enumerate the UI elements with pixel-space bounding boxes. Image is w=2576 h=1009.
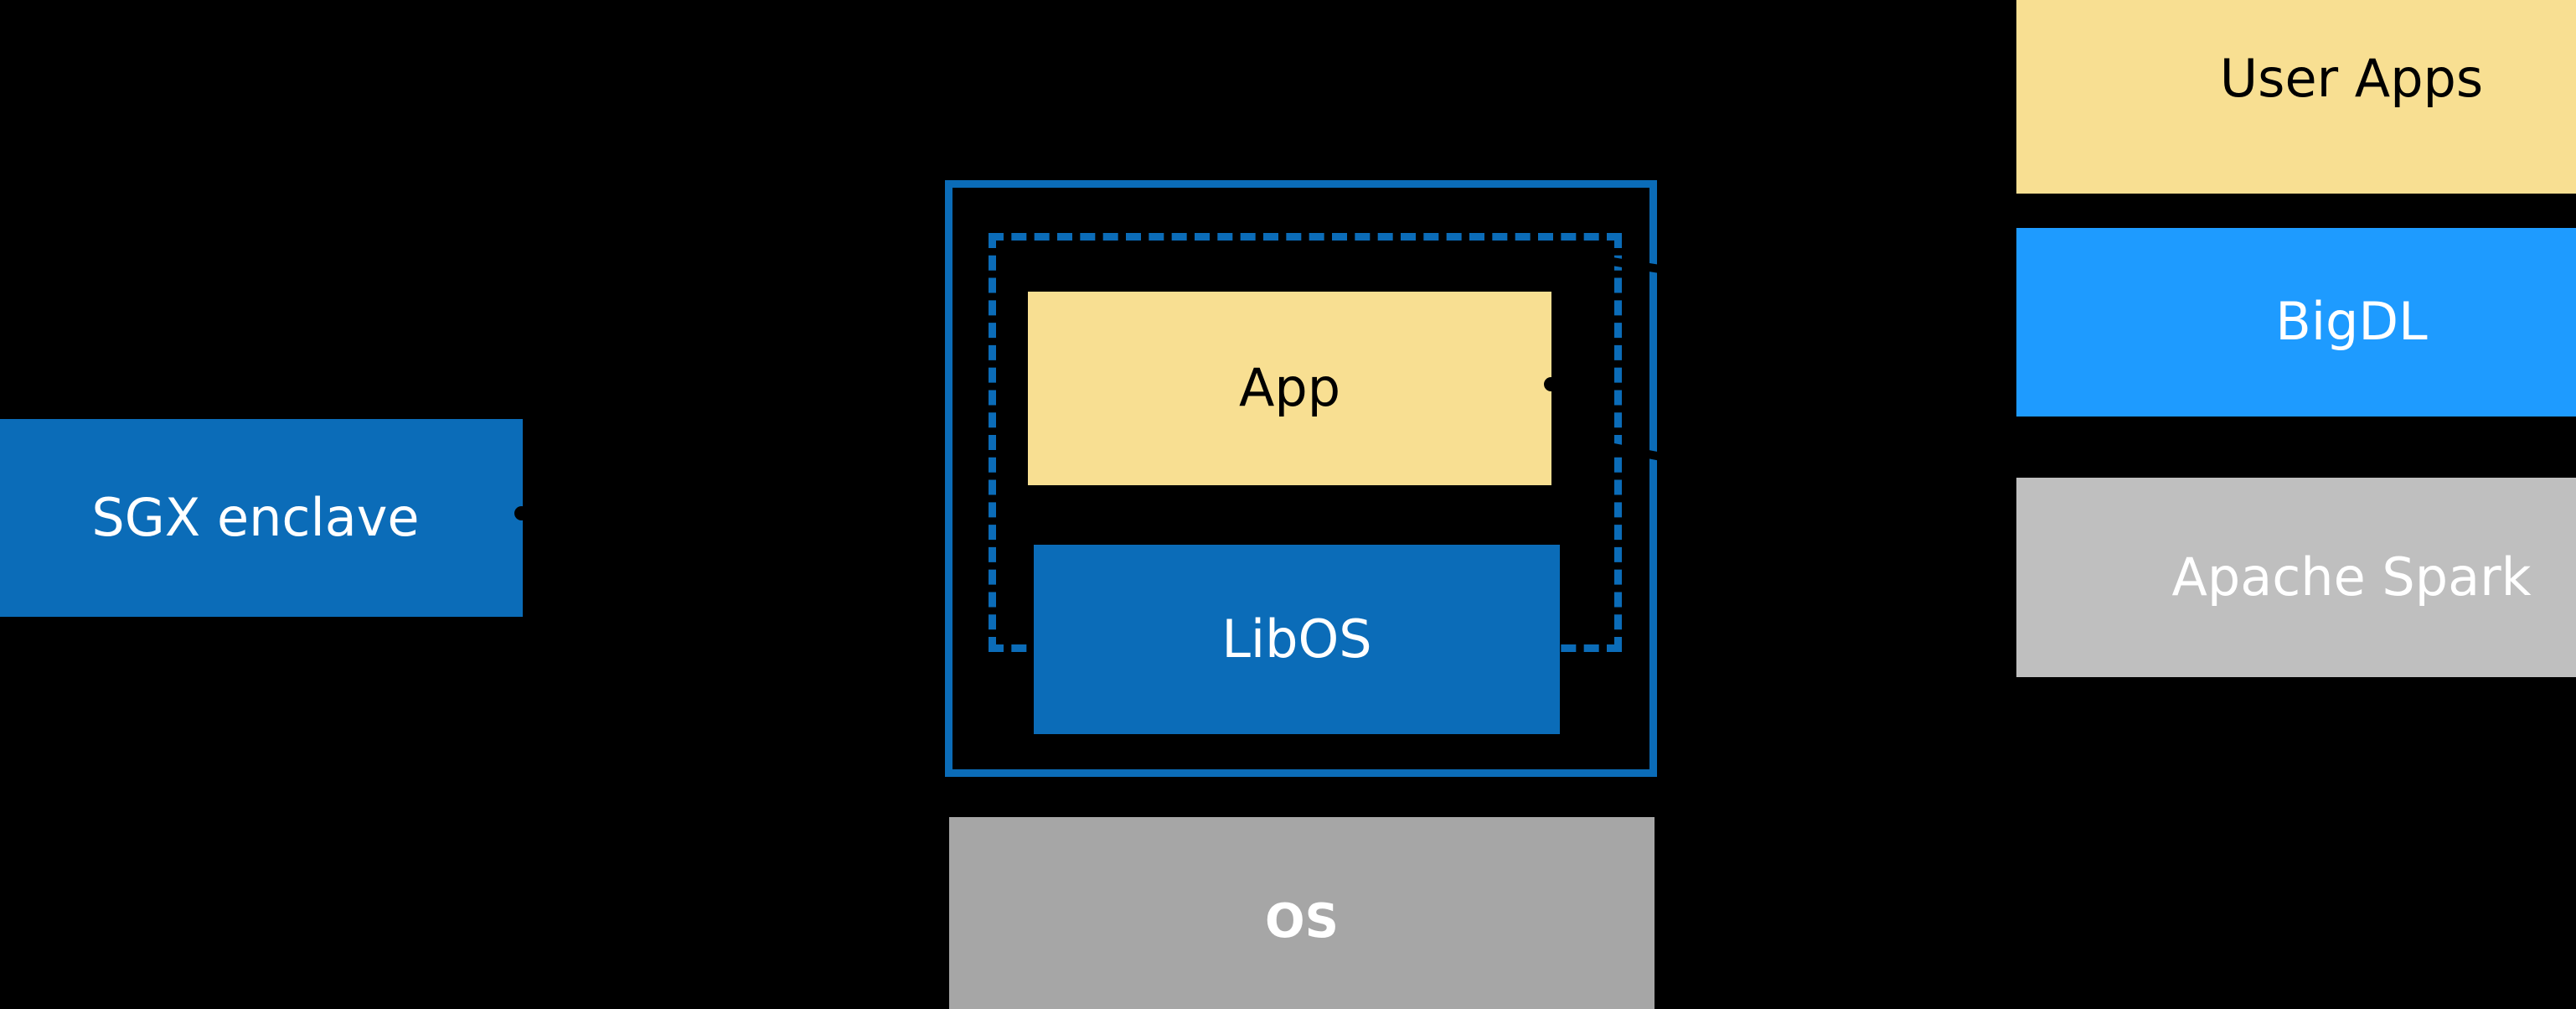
app-label: App: [1238, 357, 1341, 419]
sgx-enclave-box: SGX enclave: [0, 419, 523, 617]
libos-box: LibOS: [1034, 545, 1560, 734]
user-apps-label: User Apps: [2219, 48, 2484, 110]
bigdl-box: BigDL: [2016, 228, 2576, 417]
enclave-outer-frame: [945, 180, 1657, 777]
app-box: App: [1028, 292, 1551, 485]
app-connector-endpoint-dot: [1544, 377, 1558, 391]
user-apps-box: User Apps: [2016, 0, 2576, 194]
os-box: OS: [949, 817, 1655, 1009]
sgx-enclave-label: SGX enclave: [91, 486, 420, 548]
sgx-connector-endpoint-dot: [514, 506, 529, 520]
libos-label: LibOS: [1221, 608, 1372, 670]
bigdl-label: BigDL: [2275, 291, 2428, 353]
os-label: OS: [1265, 894, 1339, 949]
apache-spark-label: Apache Spark: [2171, 546, 2532, 608]
apache-spark-box: Apache Spark: [2016, 478, 2576, 677]
